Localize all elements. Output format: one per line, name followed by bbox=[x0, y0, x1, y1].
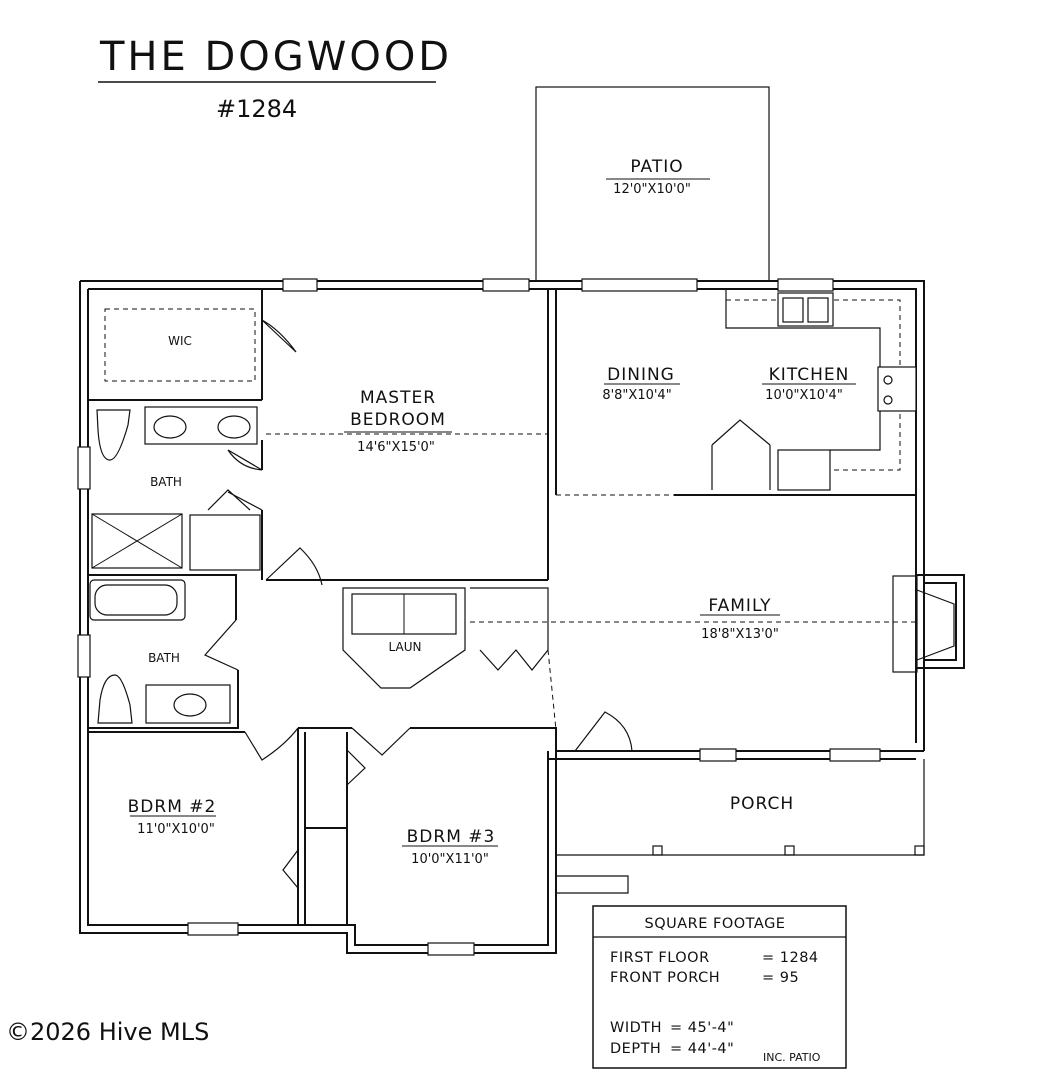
porch-label: PORCH bbox=[730, 794, 794, 814]
bath2-label: BATH bbox=[148, 651, 180, 665]
toilet-1 bbox=[96, 409, 131, 461]
wic-label: WIC bbox=[168, 334, 192, 348]
dining-dim: 8'8"X10'4" bbox=[602, 388, 671, 403]
footage-row-value: = 95 bbox=[762, 970, 799, 986]
footage-row-value: = 1284 bbox=[762, 950, 819, 966]
fireplace bbox=[892, 575, 955, 673]
dashed-lines bbox=[104, 299, 916, 731]
dining-label: DINING bbox=[607, 365, 675, 385]
interior-walls bbox=[88, 289, 916, 925]
footage-row-label: DEPTH bbox=[610, 1041, 661, 1057]
footage-row-label: FIRST FLOOR bbox=[610, 950, 710, 966]
plan-title: THE DOGWOOD bbox=[99, 34, 452, 80]
footage-row-value: = 44'-4" bbox=[670, 1041, 734, 1057]
exterior-walls bbox=[77, 278, 965, 956]
refrigerator bbox=[777, 449, 831, 491]
square-footage-table: SQUARE FOOTAGE FIRST FLOOR = 1284 FRONT … bbox=[592, 905, 847, 1069]
patio-label: PATIO bbox=[630, 157, 683, 177]
laundry-fixtures bbox=[351, 593, 457, 635]
kitchen-label: KITCHEN bbox=[769, 365, 850, 385]
bath-fixtures bbox=[89, 406, 261, 724]
bdrm3-dim: 10'0"X11'0" bbox=[411, 852, 489, 867]
bath1-label: BATH bbox=[150, 475, 182, 489]
footage-note: INC. PATIO bbox=[763, 1051, 821, 1064]
laun-label: LAUN bbox=[389, 640, 422, 654]
family-dim: 18'8"X13'0" bbox=[701, 627, 779, 642]
copyright-watermark: ©2026 Hive MLS bbox=[6, 1018, 209, 1046]
door-swings bbox=[204, 319, 633, 889]
footage-row-label: FRONT PORCH bbox=[610, 970, 720, 986]
footage-row-label: WIDTH bbox=[610, 1020, 662, 1036]
family-label: FAMILY bbox=[708, 596, 771, 616]
bdrm2-dim: 11'0"X10'0" bbox=[137, 822, 215, 837]
patio: PATIO 12'0"X10'0" bbox=[535, 86, 770, 282]
range bbox=[877, 366, 917, 412]
master-label-2: BEDROOM bbox=[350, 410, 446, 430]
bdrm2-label: BDRM #2 bbox=[128, 797, 217, 817]
porch bbox=[556, 759, 925, 894]
kitchen-dim: 10'0"X10'4" bbox=[765, 388, 843, 403]
master-dim: 14'6"X15'0" bbox=[357, 440, 435, 455]
patio-dim: 12'0"X10'0" bbox=[613, 182, 691, 197]
plan-number: #1284 bbox=[216, 95, 297, 123]
bdrm3-label: BDRM #3 bbox=[407, 827, 496, 847]
footage-row-value: = 45'-4" bbox=[670, 1020, 734, 1036]
footage-heading: SQUARE FOOTAGE bbox=[645, 916, 786, 932]
toilet-2 bbox=[97, 674, 133, 724]
kitchen-counter bbox=[725, 289, 917, 491]
master-label-1: MASTER bbox=[360, 388, 436, 408]
